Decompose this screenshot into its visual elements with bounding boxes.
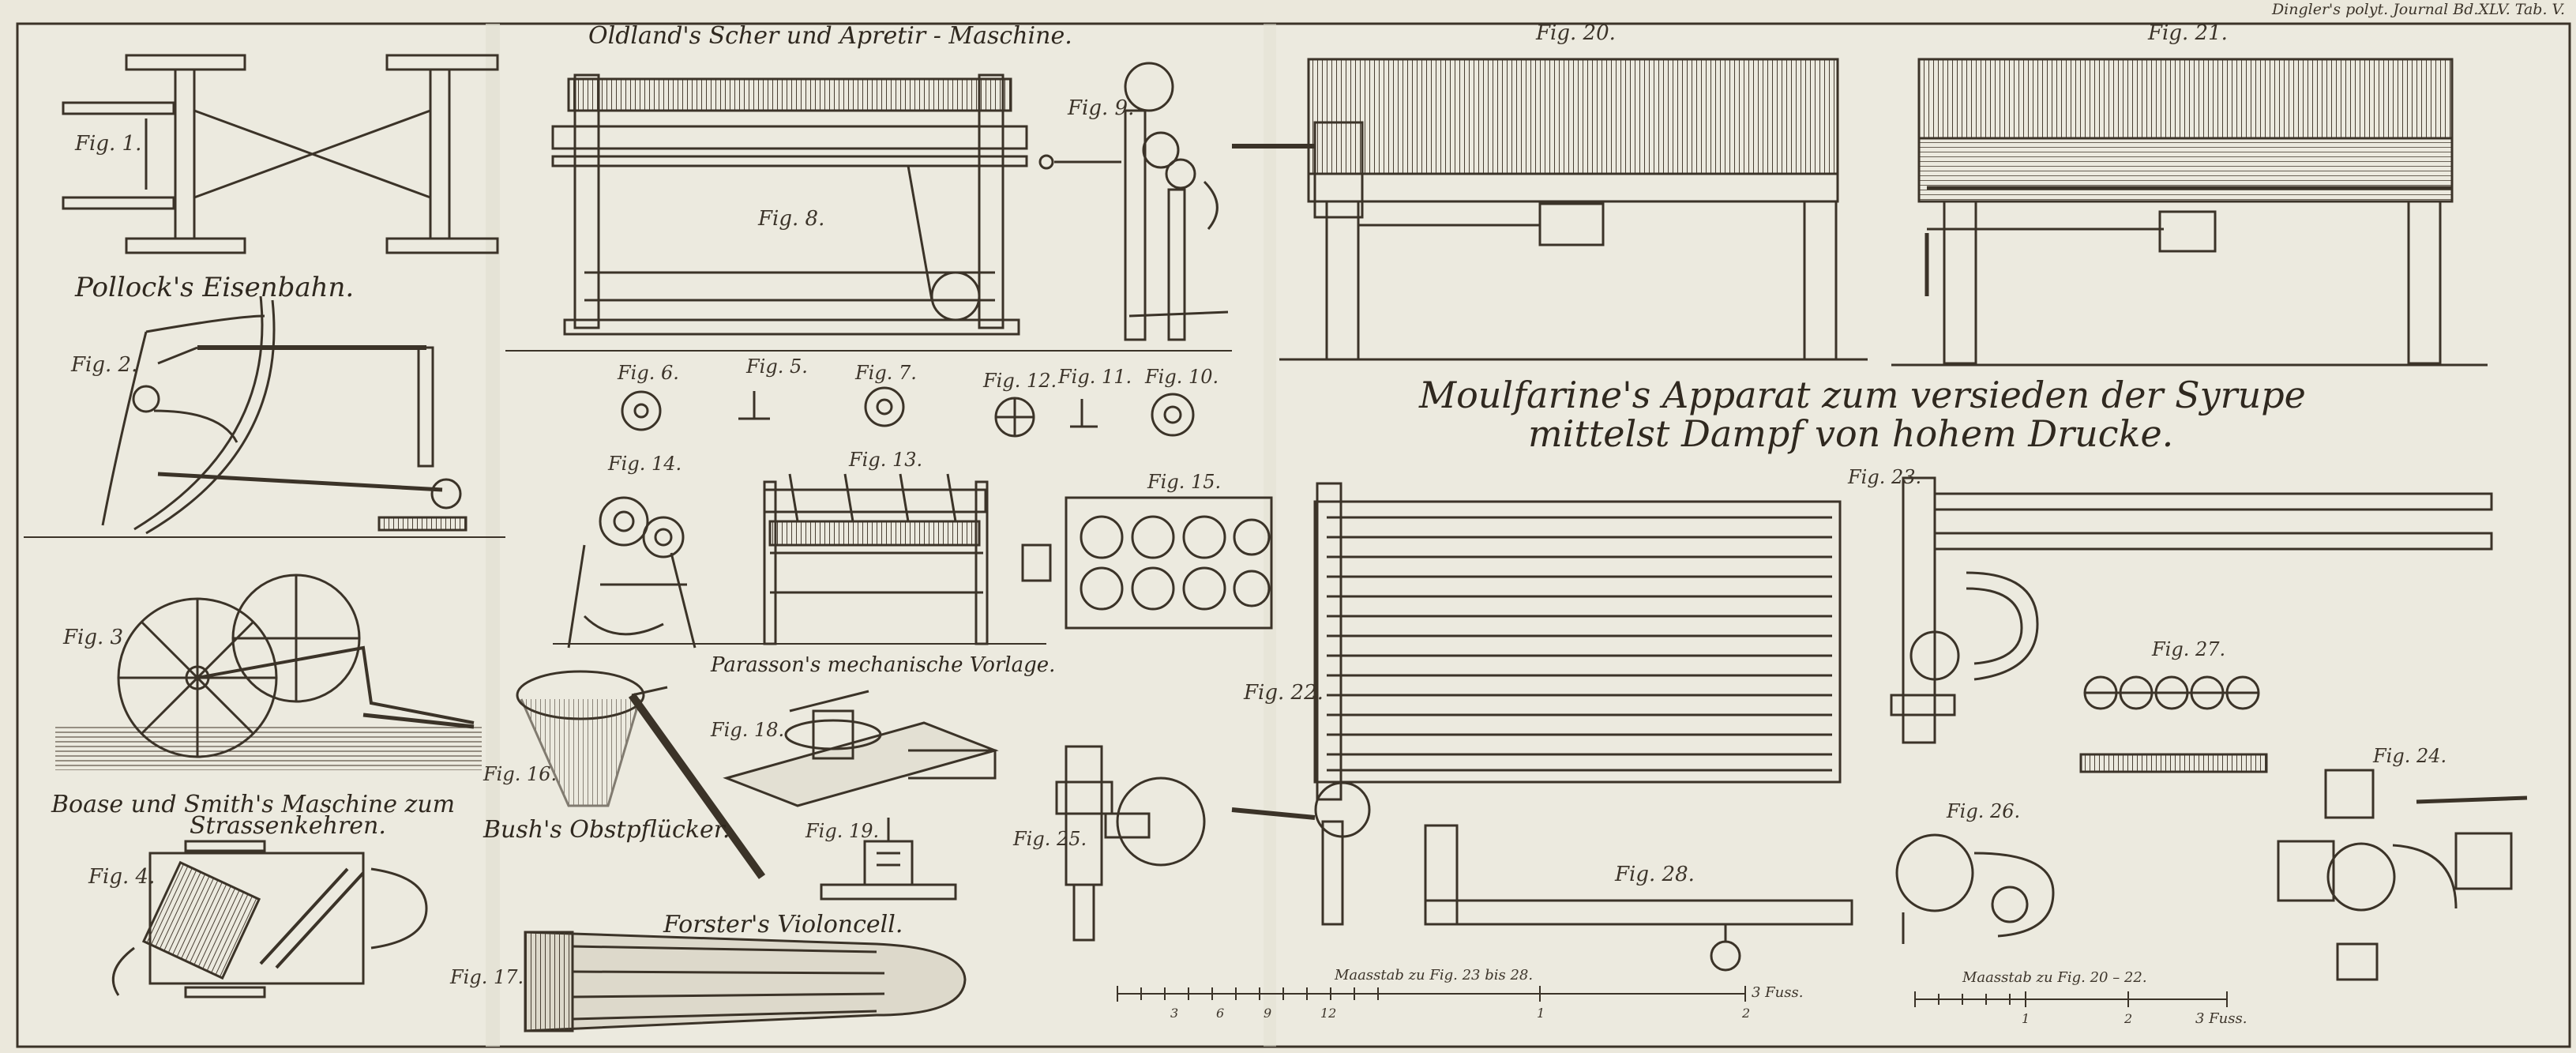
scale-left-tick: 1 [1537,1006,1545,1021]
figure-28-drawing [1424,824,1853,972]
figure-26-label: Fig. 26. [1946,800,2020,822]
scale-bar-right [1914,991,2228,1007]
title-bush: Bush's Obstpflücker. [483,816,730,844]
figure-26-drawing [1895,833,2055,944]
figure-3-drawing [55,574,482,770]
scale-right-tick: 2 [2124,1011,2132,1026]
figure-18-label: Fig. 18. [710,719,784,741]
figure-14-label: Fig. 14. [607,453,682,475]
scale-left-tick: 3 [1170,1006,1178,1021]
figure-27-label: Fig. 27. [2151,638,2225,660]
figure-1-drawing [62,54,499,254]
title-parasson: Parasson's mechanische Vorlage. [710,653,1055,677]
figure-2-drawing [101,295,468,535]
figure-4-drawing [111,840,428,998]
figure-11-label: Fig. 11. [1057,366,1132,388]
figure-7-label: Fig. 7. [854,362,917,384]
scale-left-tick: 9 [1264,1006,1271,1021]
figure-21-drawing [1891,58,2488,367]
figure-8-label: Fig. 8. [757,207,824,231]
small-parts-drawing [621,386,1195,438]
figure-13-drawing [763,473,989,645]
figure-6-label: Fig. 6. [617,362,679,384]
scale-left-unit: 3 Fuss. [1752,984,1803,1001]
figure-17-label: Fig. 17. [449,966,524,988]
title-forster: Forster's Violoncell. [663,911,903,938]
figure-3-label: Fig. 3. [62,626,130,649]
figure-23-drawing [1890,476,2493,744]
figure-24-drawing [2277,769,2528,981]
figure-13-label: Fig. 13. [848,449,922,471]
scale-left-tick: 6 [1216,1006,1224,1021]
figure-20-drawing [1232,58,1868,361]
figure-18-drawing [723,690,999,807]
figure-1-label: Fig. 1. [74,132,141,156]
scale-right-unit: 3 Fuss. [2195,1010,2247,1027]
figure-24-label: Fig. 24. [2372,745,2446,767]
scale-right-tick: 1 [2022,1011,2030,1026]
scale-left-caption: Maasstab zu Fig. 23 bis 28. [1334,967,1533,983]
figure-15-drawing [1021,496,1273,630]
figure-22-drawing [1231,482,1842,926]
title-boase-line2: Strassenkehren. [190,812,386,840]
scale-right-caption: Maasstab zu Fig. 20 – 22. [1962,969,2147,986]
figure-4-label: Fig. 4. [88,865,155,889]
figure-25-drawing [1055,745,1206,942]
figure-17-drawing [524,931,967,1032]
figure-16-drawing [516,670,766,879]
figure-28-label: Fig. 28. [1614,863,1695,886]
scale-bar-left [1117,986,1746,1002]
figure-25-label: Fig. 25. [1012,828,1087,850]
figure-21-label: Fig. 21. [2147,21,2228,45]
title-boase-line1: Boase und Smith's Maschine zum [51,791,455,818]
figure-9-drawing [1038,62,1229,341]
figure-9-label: Fig. 9. [1067,96,1134,120]
figure-5-label: Fig. 5. [745,355,808,378]
figure-15-label: Fig. 15. [1147,471,1221,493]
title-oldland: Oldland's Scher und Apretir - Maschine. [588,22,1072,50]
figure-16-label: Fig. 16. [483,763,557,785]
scale-left-tick: 12 [1320,1006,1336,1021]
figure-14-drawing [567,496,697,649]
figure-20-label: Fig. 20. [1535,21,1616,45]
figure-10-label: Fig. 10. [1144,366,1219,388]
figure-23-label: Fig. 23. [1847,466,1921,488]
title-pollock: Pollock's Eisenbahn. [74,272,354,303]
figure-27-drawing [2079,675,2268,773]
figure-2-label: Fig. 2. [70,353,137,377]
title-moulfarine-line2: mittelst Dampf von hohem Drucke. [1528,412,2173,455]
figure-22-label: Fig. 22. [1243,681,1324,705]
figure-19-label: Fig. 19. [805,820,879,842]
title-moulfarine-line1: Moulfarine's Apparat zum versieden der S… [1418,374,2306,416]
figure-12-label: Fig. 12. [982,370,1057,392]
figure-19-drawing [820,818,957,901]
figure-8-drawing [551,73,1028,336]
scale-left-tick: 2 [1741,1006,1750,1021]
plate-header: Dingler's polyt. Journal Bd.XLV. Tab. V. [2271,1,2565,18]
